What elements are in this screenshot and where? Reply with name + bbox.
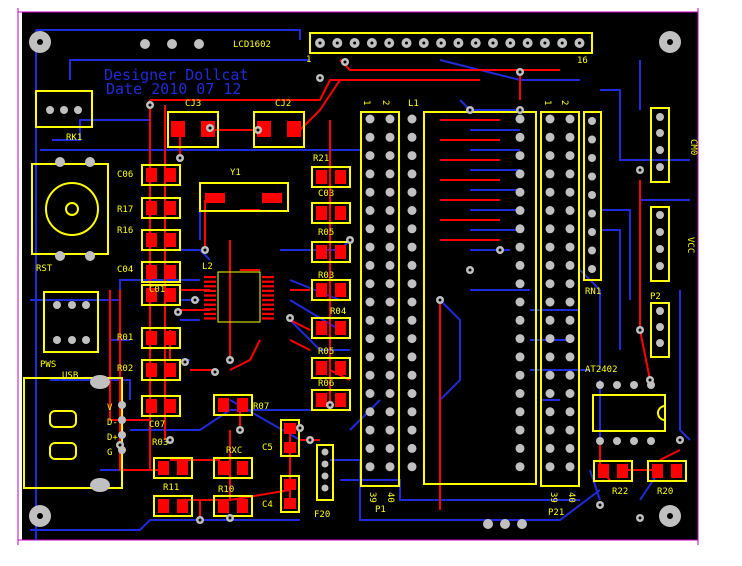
usb-pin-v: V xyxy=(107,403,113,413)
vcc-header xyxy=(650,206,670,282)
vcc-label: VCC xyxy=(685,237,695,253)
r17-label: R17 xyxy=(117,205,133,215)
p1-top2: 2 xyxy=(380,100,390,105)
f20-header xyxy=(316,444,334,501)
r02-label: R02 xyxy=(117,364,133,374)
r03-label: R03 xyxy=(318,271,334,281)
at2402-eeprom xyxy=(592,381,666,445)
r03b-label: R03 xyxy=(152,438,168,448)
p21-top2: 2 xyxy=(559,100,569,105)
r01-label: R01 xyxy=(117,333,133,343)
mcu-qfp xyxy=(204,271,274,323)
c03-label: C03 xyxy=(318,189,334,199)
p21-label: P21 xyxy=(548,508,564,518)
c01-label: C01 xyxy=(149,285,165,295)
lcd-pin16-label: 16 xyxy=(577,56,588,66)
l2-label: L2 xyxy=(202,262,213,272)
p2-label: P2 xyxy=(650,292,661,302)
usb-pin-dplus: D+ xyxy=(107,433,118,443)
cj3-label: CJ3 xyxy=(185,99,201,109)
y1-label: Y1 xyxy=(230,168,241,178)
date-text: Date 2010 07 12 xyxy=(106,80,241,98)
usb-connector xyxy=(23,375,126,492)
pws-label: PWS xyxy=(40,360,56,370)
lcd-pin1-label: 1 xyxy=(306,55,311,65)
r11-label: R11 xyxy=(163,483,179,493)
lcd-label: LCD1602 xyxy=(233,40,271,50)
rn1-label: RN1 xyxy=(585,287,601,297)
c06-label: C06 xyxy=(117,170,133,180)
lcd-header xyxy=(309,32,593,54)
cj2-label: CJ2 xyxy=(275,99,291,109)
rxc-label: RXC xyxy=(226,446,242,456)
p2-header xyxy=(650,302,670,358)
l1-column xyxy=(407,114,417,472)
c07-label: C07 xyxy=(149,420,165,430)
p1-header xyxy=(360,111,400,487)
rn1-network xyxy=(583,111,602,281)
pws-switch xyxy=(43,291,99,353)
c5-label: C5 xyxy=(262,443,273,453)
p21-header xyxy=(540,111,580,487)
p1-bot39: 39 xyxy=(367,492,377,503)
rst-label: RST xyxy=(36,264,53,274)
usb-pin-dminus: D- xyxy=(107,418,118,428)
rk1-component xyxy=(35,90,93,128)
ic-socket xyxy=(423,111,537,485)
vias xyxy=(116,58,684,524)
at2402-label: AT2402 xyxy=(585,365,618,375)
cm0-label: CM0 xyxy=(688,139,698,155)
c4-label: C4 xyxy=(262,500,273,510)
r10-label: R10 xyxy=(218,485,234,495)
r16-label: R16 xyxy=(117,226,133,236)
l1-label: L1 xyxy=(408,99,419,109)
p1-label: P1 xyxy=(375,505,386,515)
p1-top1: 1 xyxy=(361,100,371,105)
rst-button xyxy=(31,157,109,261)
r22-resistor xyxy=(593,460,633,482)
r05b-label: R05 xyxy=(318,347,334,357)
usb-label: USB xyxy=(62,371,78,381)
r06-label: R06 xyxy=(318,379,334,389)
p1-bot40: 40 xyxy=(385,492,395,503)
r20-label: R20 xyxy=(657,487,673,497)
r04-label: R04 xyxy=(330,307,346,317)
rk1-label: RK1 xyxy=(66,133,82,143)
r22-label: R22 xyxy=(612,487,628,497)
mounting-holes xyxy=(29,31,681,527)
cm0-header xyxy=(650,107,670,183)
p21-bot40: 40 xyxy=(566,492,576,503)
designer-text: Designer Dollcat xyxy=(104,66,249,84)
r21-label: R21 xyxy=(313,154,329,164)
c04-label: C04 xyxy=(117,265,133,275)
p21-bot39: 39 xyxy=(548,492,558,503)
r05-label: R05 xyxy=(318,228,334,238)
p21-top1: 1 xyxy=(542,100,552,105)
y1-crystal xyxy=(199,182,289,212)
usb-pin-g: G xyxy=(107,448,112,458)
f20-label: F20 xyxy=(314,510,330,520)
r07-label: R07 xyxy=(253,402,269,412)
r20-resistor xyxy=(647,460,687,482)
